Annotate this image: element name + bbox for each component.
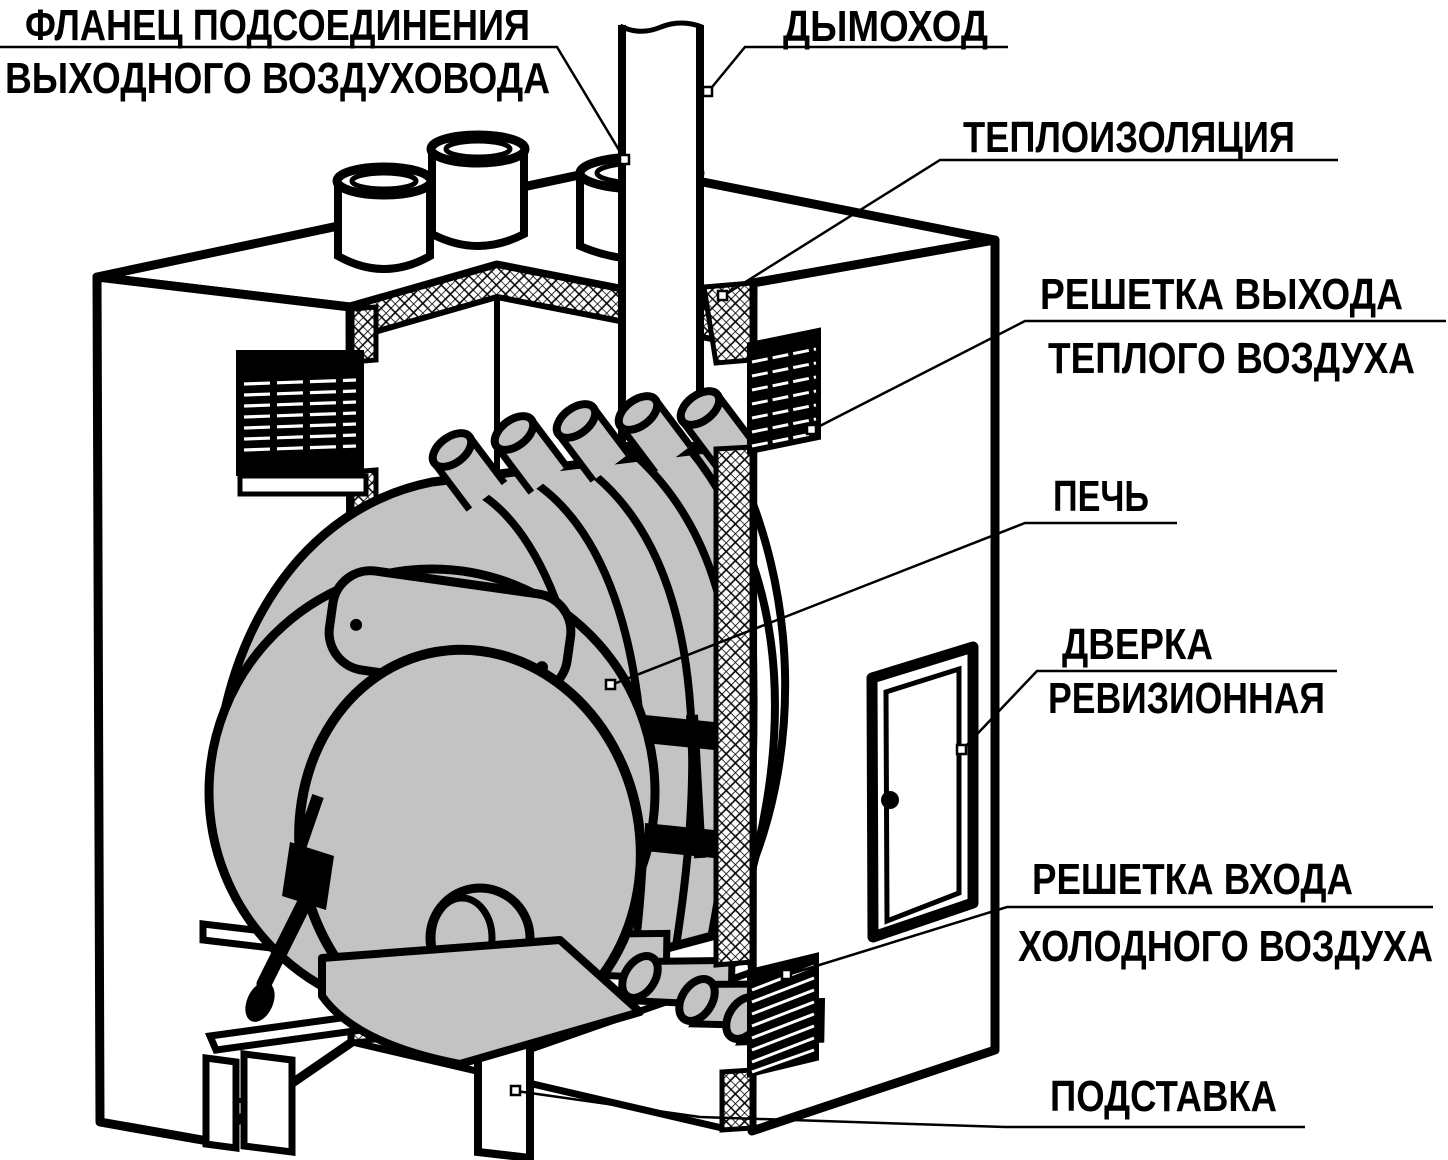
callout-lines [0,45,1446,1129]
label-warm-grille-line1: РЕШЕТКА ВЫХОДА [1040,270,1403,319]
flange-cylinder-1 [332,162,436,273]
callout-labels: ФЛАНЕЦ ПОДСОЕДИНЕНИЯ ВЫХОДНОГО ВОЗДУХОВО… [5,1,1433,1121]
leader-chimney [707,45,1008,93]
insulation-column-right-lower [719,1067,755,1133]
label-insulation: ТЕПЛОИЗОЛЯЦИЯ [963,113,1295,162]
label-stand: ПОДСТАВКА [1050,1072,1277,1121]
stand-leg-front-left-1 [202,1054,240,1152]
label-flange-line2: ВЫХОДНОГО ВОЗДУХОВОДА [5,54,550,103]
label-flange-line1: ФЛАНЕЦ ПОДСОЕДИНЕНИЯ [25,1,530,50]
chamber-floor-edge [351,1038,723,1132]
stove-ash-apron [318,936,644,1068]
right-partition [701,280,821,1133]
leader-stand [515,1089,1305,1129]
label-stove: ПЕЧЬ [1053,472,1149,521]
leader-inspection-door [961,669,1337,751]
inspection-door [866,641,979,943]
label-door-line1: ДВЕРКА [1062,620,1213,669]
leader-stove [610,521,1177,687]
stove-pipe-ends-top [428,387,756,512]
insulation-column-right-mid [713,444,755,968]
leader-cold-grille [786,905,1433,977]
leader-insulation [722,158,1338,298]
label-chimney: ДЫМОХОД [783,2,988,51]
insulation-column-left-upper [349,304,379,365]
chimney-cut-top [618,20,703,34]
flange-cylinder-2 [426,130,530,250]
leader-flange [0,45,627,161]
label-cold-grille-line2: ХОЛОДНОГО ВОЗДУХА [1018,922,1433,971]
warm-air-grille-right [747,327,821,455]
label-warm-grille-line2: ТЕПЛОГО ВОЗДУХА [1048,334,1415,383]
grille-sill [237,473,369,497]
callout-end-markers [509,85,968,1097]
label-cold-grille-line1: РЕШЕТКА ВХОДА [1032,855,1353,904]
stand-leg-front-left-2 [240,1050,296,1156]
stove-door-handle [245,794,334,1022]
cold-air-inlet-grille [747,952,819,1078]
warm-air-grille-left [236,350,369,497]
leader-warm-grille [811,319,1446,432]
label-door-line2: РЕВИЗИОННАЯ [1048,674,1325,723]
inspection-door-handle [881,791,899,809]
